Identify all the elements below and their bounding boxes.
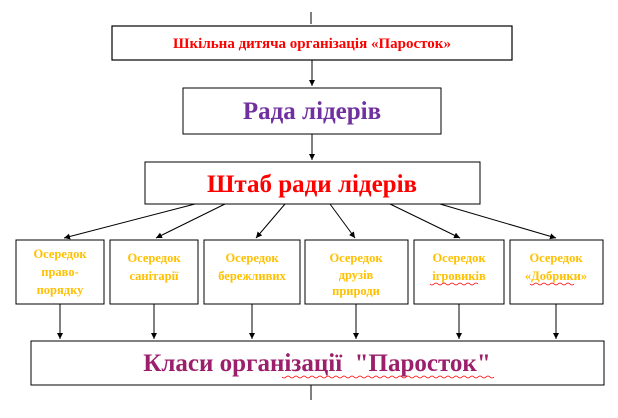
arrow-hq-to-cell-1 [63, 203, 196, 240]
cell-1-line-2: право- [41, 265, 78, 279]
spellcheck-underline-cell-6 [529, 282, 575, 286]
cell-4: Осередок друзів природи [304, 239, 409, 305]
cell-1: Осередок право- порядку [15, 239, 105, 305]
cell-6-line-1: Осередок [529, 251, 583, 265]
cell-1-line-1: Осередок [33, 247, 87, 261]
council-title: Рада лідерів [243, 98, 381, 125]
arrow-hq-to-cell-5 [389, 203, 461, 239]
org-title: Шкільна дитяча організація «Паросток» [173, 36, 451, 52]
cell-3-line-2: бережливих [218, 269, 286, 283]
arrow-hq-to-cell-6 [439, 203, 557, 240]
arrow-hq-to-cell-3 [255, 203, 286, 239]
cell-6: Осередок «Добрики» [509, 239, 604, 305]
cell-5-line-1: Осередок [432, 251, 486, 265]
cell-6-line-2: «Добрики» [525, 269, 587, 283]
cell-5: Осередок ігровиків [413, 239, 505, 305]
headquarters-box [144, 161, 481, 205]
classes-title: Класи організації "Паросток" [143, 350, 490, 377]
cell-2-line-2: санітарії [129, 269, 179, 283]
council-box [182, 87, 442, 135]
headquarters-title: Штаб ради лідерів [207, 171, 417, 198]
spellcheck-underline-cell-5 [429, 282, 479, 286]
cell-1-line-3: порядку [37, 283, 85, 297]
spellcheck-underline-classes [281, 375, 495, 379]
cell-2: Осередок санітарії [109, 239, 199, 305]
cell-5-line-2: ігровиків [432, 269, 486, 283]
cell-4-line-2: друзів [339, 268, 374, 282]
cell-4-line-1: Осередок [329, 251, 383, 265]
cell-2-line-1: Осередок [127, 251, 181, 265]
cell-3: Осередок бережливих [203, 239, 301, 305]
arrow-hq-to-cell-2 [155, 203, 226, 239]
arrow-hq-to-cell-4 [329, 203, 356, 239]
cell-3-line-1: Осередок [225, 251, 279, 265]
cell-4-line-3: природи [332, 284, 380, 298]
